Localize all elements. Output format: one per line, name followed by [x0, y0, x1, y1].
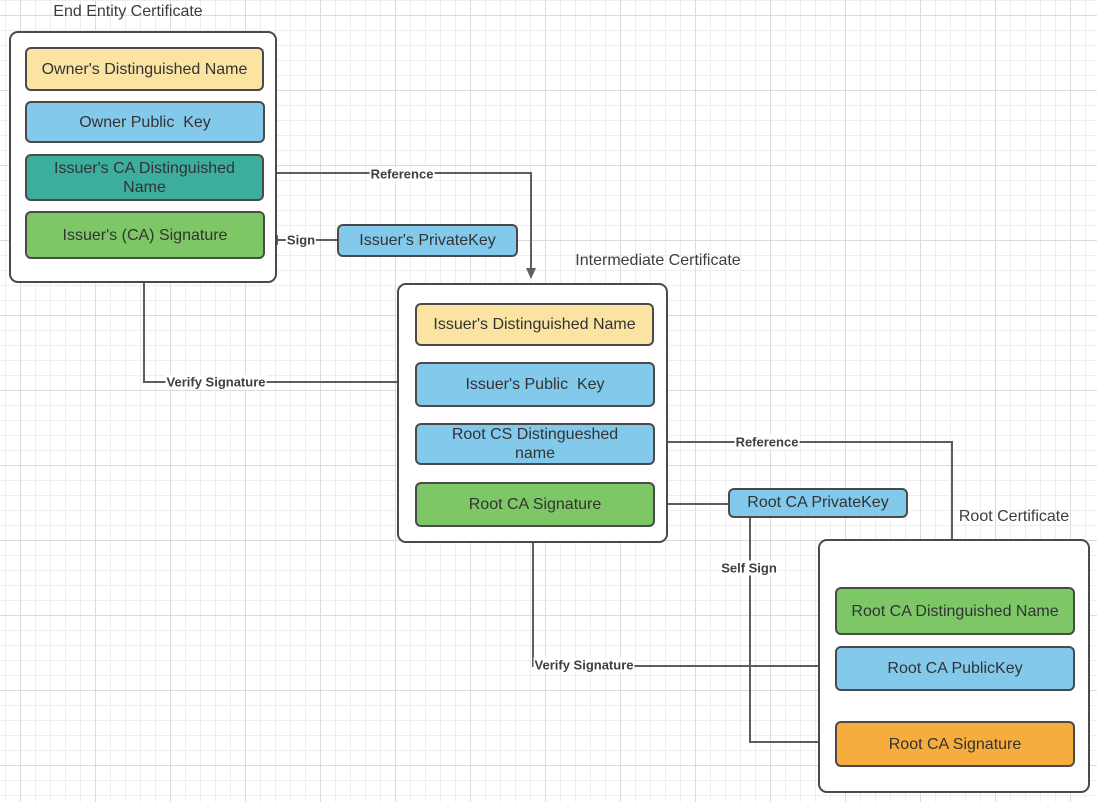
reference-bottom-label: Reference	[734, 434, 800, 450]
root-cs-distingueshed-name-field: Root CS Distingueshed name	[415, 423, 655, 465]
root-ca-distinguished-name-field: Root CA Distinguished Name	[835, 587, 1075, 635]
intermediate-certificate-title: Intermediate Certificate	[575, 252, 741, 269]
end-entity-certificate: Owner's Distinguished Name Owner Public …	[9, 31, 277, 283]
root-ca-private-key-box: Root CA PrivateKey	[728, 488, 908, 518]
root-ca-signature-field-root: Root CA Signature	[835, 721, 1075, 767]
issuers-ca-distinguished-name-field: Issuer's CA Distinguished Name	[25, 154, 264, 201]
reference-top-arrow	[263, 172, 536, 279]
verify-signature-left-arrow	[139, 258, 413, 383]
verify-signature-bottom-label: Verify Signature	[533, 657, 635, 673]
verify-signature-bottom-arrow	[528, 530, 833, 667]
verify-signature-left-label: Verify Signature	[165, 374, 267, 390]
owners-distinguished-name-field: Owner's Distinguished Name	[25, 47, 264, 91]
sign-label: Sign	[285, 232, 317, 248]
root-ca-public-key-field: Root CA PublicKey	[835, 646, 1075, 691]
issuers-public-key-field: Issuer's Public Key	[415, 362, 655, 407]
self-sign-arrow	[749, 518, 830, 747]
root-ca-signature-field-intermediate: Root CA Signature	[415, 482, 655, 527]
issuers-ca-signature-field: Issuer's (CA) Signature	[25, 211, 265, 259]
issuers-private-key-box: Issuer's PrivateKey	[337, 224, 518, 257]
end-entity-certificate-title: End Entity Certificate	[53, 3, 203, 20]
root-certificate: Root CA Distinguished Name Root CA Publi…	[818, 539, 1090, 793]
intermediate-certificate: Issuer's Distinguished Name Issuer's Pub…	[397, 283, 668, 543]
reference-top-label: Reference	[369, 166, 435, 182]
issuers-distinguished-name-field: Issuer's Distinguished Name	[415, 303, 654, 346]
owner-public-key-field: Owner Public Key	[25, 101, 265, 143]
self-sign-label: Self Sign	[720, 560, 778, 576]
root-certificate-title: Root Certificate	[958, 508, 1070, 525]
